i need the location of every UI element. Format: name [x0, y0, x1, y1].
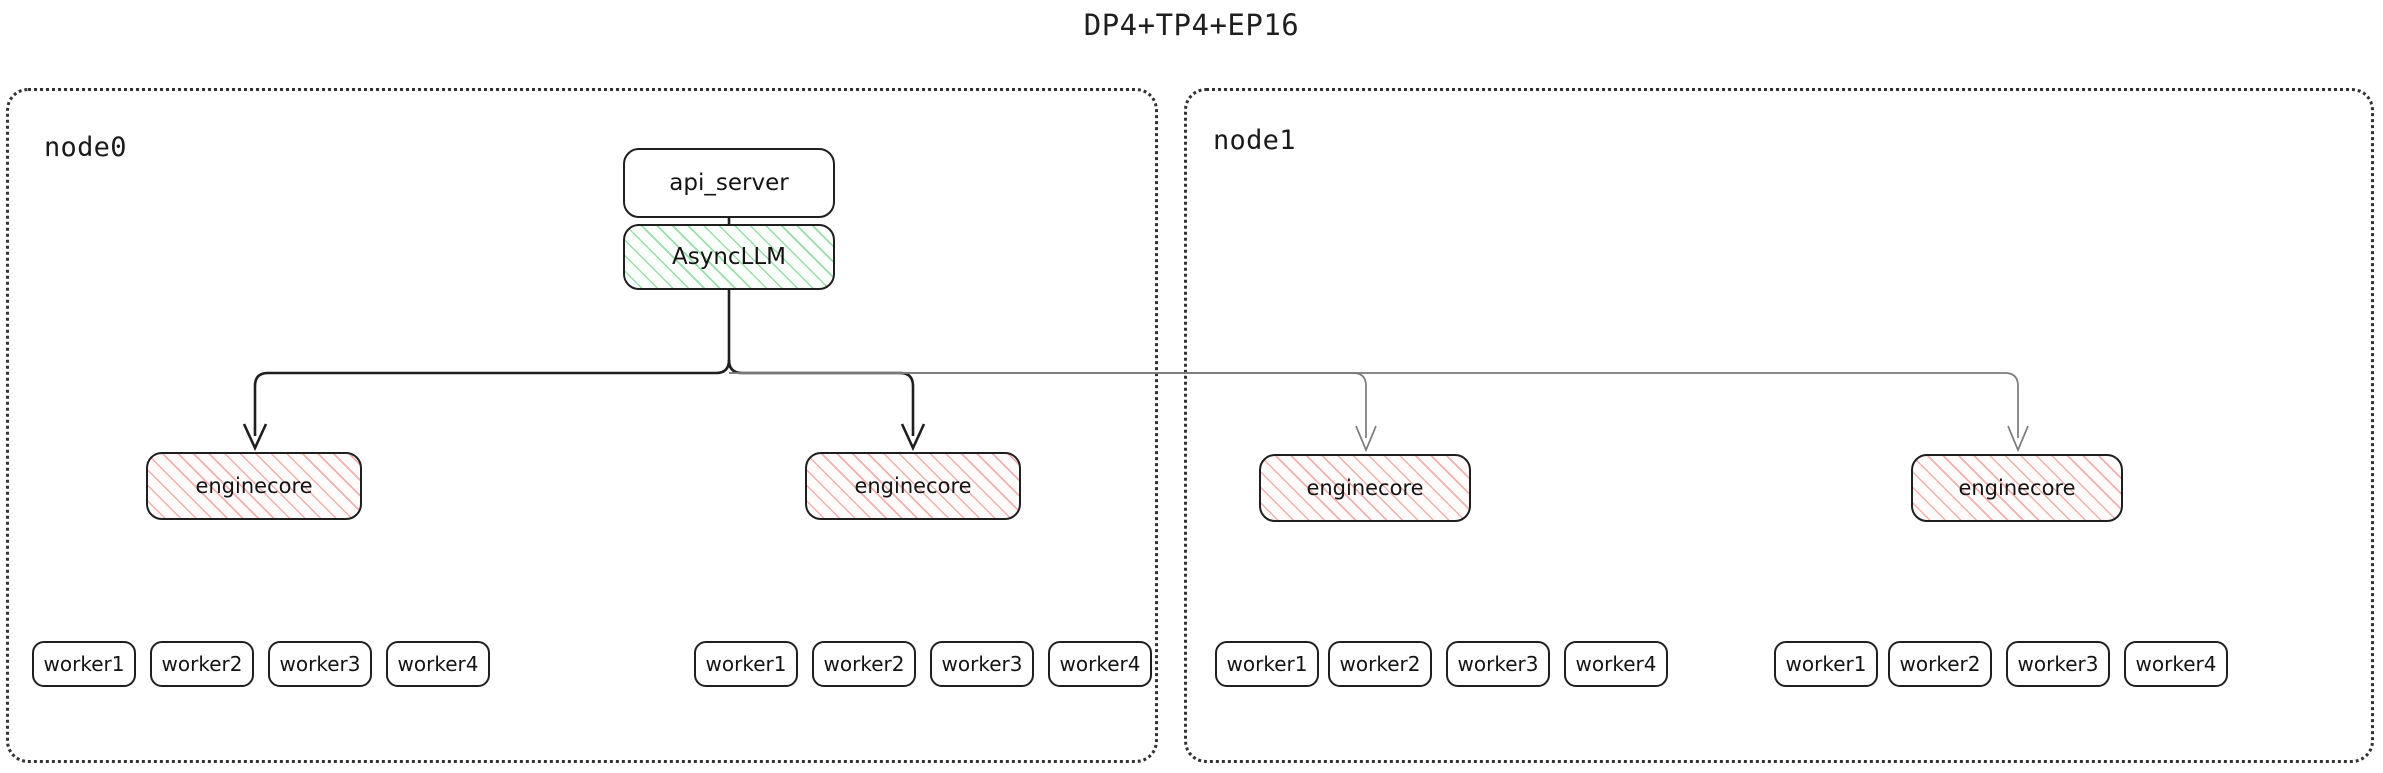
- node-enginecore-1-label: enginecore: [854, 473, 972, 498]
- node-worker-g0-3[interactable]: worker3: [268, 641, 372, 687]
- node-worker-g3-3[interactable]: worker3: [2006, 641, 2110, 687]
- node-enginecore-1[interactable]: enginecore: [805, 452, 1021, 520]
- node-worker-g0-1[interactable]: worker1: [32, 641, 136, 687]
- node-worker-g1-4[interactable]: worker4: [1048, 641, 1152, 687]
- node-worker-g1-4-label: worker4: [1059, 652, 1141, 676]
- node-worker-g3-1[interactable]: worker1: [1774, 641, 1878, 687]
- node-enginecore-2[interactable]: enginecore: [1259, 454, 1471, 522]
- node-worker-g3-3-label: worker3: [2017, 652, 2099, 676]
- page-title: DP4+TP4+EP16: [1083, 8, 1300, 42]
- node-worker-g0-4-label: worker4: [397, 652, 479, 676]
- node-worker-g0-2-label: worker2: [161, 652, 243, 676]
- node-worker-g2-3-label: worker3: [1457, 652, 1539, 676]
- node-worker-g2-1[interactable]: worker1: [1215, 641, 1319, 687]
- node-api-server-label: api_server: [669, 169, 789, 196]
- subgraph-node1-label: node1: [1213, 125, 1296, 156]
- node-worker-g2-2-label: worker2: [1339, 652, 1421, 676]
- node-enginecore-3[interactable]: enginecore: [1911, 454, 2123, 522]
- node-worker-g2-4-label: worker4: [1575, 652, 1657, 676]
- node-worker-g3-4-label: worker4: [2135, 652, 2217, 676]
- node-worker-g3-1-label: worker1: [1785, 652, 1867, 676]
- node-worker-g0-1-label: worker1: [43, 652, 125, 676]
- node-async-llm-label: AsyncLLM: [671, 243, 787, 270]
- node-worker-g1-1-label: worker1: [705, 652, 787, 676]
- node-worker-g2-2[interactable]: worker2: [1328, 641, 1432, 687]
- node-worker-g2-1-label: worker1: [1226, 652, 1308, 676]
- node-worker-g0-3-label: worker3: [279, 652, 361, 676]
- node-api-server[interactable]: api_server: [623, 148, 835, 218]
- node-enginecore-0[interactable]: enginecore: [146, 452, 362, 520]
- node-worker-g1-1[interactable]: worker1: [694, 641, 798, 687]
- node-worker-g1-2-label: worker2: [823, 652, 905, 676]
- node-worker-g3-2[interactable]: worker2: [1888, 641, 1992, 687]
- node-worker-g0-4[interactable]: worker4: [386, 641, 490, 687]
- node-worker-g1-2[interactable]: worker2: [812, 641, 916, 687]
- node-enginecore-2-label: enginecore: [1306, 475, 1424, 500]
- node-worker-g3-4[interactable]: worker4: [2124, 641, 2228, 687]
- subgraph-node0-label: node0: [44, 132, 127, 163]
- node-worker-g1-3[interactable]: worker3: [930, 641, 1034, 687]
- node-enginecore-0-label: enginecore: [195, 473, 313, 498]
- node-worker-g1-3-label: worker3: [941, 652, 1023, 676]
- node-worker-g2-3[interactable]: worker3: [1446, 641, 1550, 687]
- node-worker-g3-2-label: worker2: [1899, 652, 1981, 676]
- node-enginecore-3-label: enginecore: [1958, 475, 2076, 500]
- node-worker-g2-4[interactable]: worker4: [1564, 641, 1668, 687]
- node-async-llm[interactable]: AsyncLLM: [623, 224, 835, 290]
- node-worker-g0-2[interactable]: worker2: [150, 641, 254, 687]
